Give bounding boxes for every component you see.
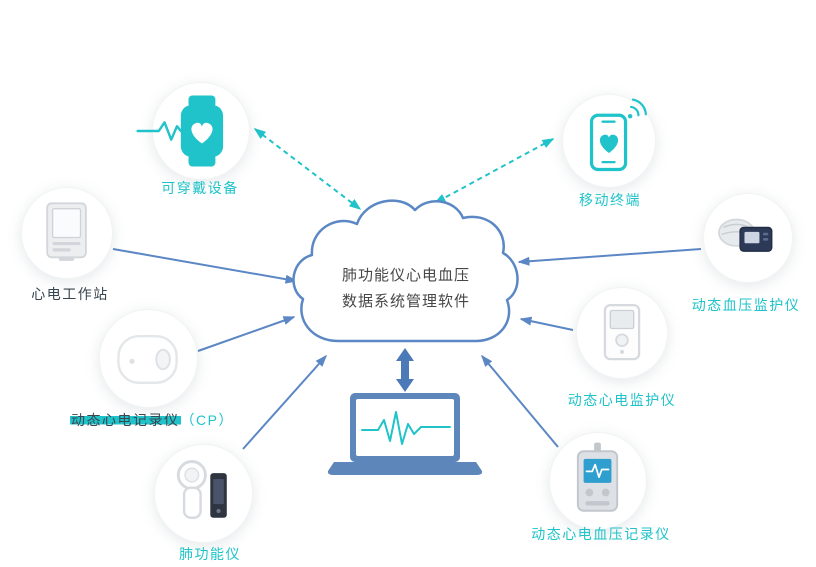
holter-label-main: 动态心电记录仪: [70, 412, 181, 428]
arrow-cloud-laptop-bidirectional: [396, 348, 414, 392]
holter-label-suffix: （CP）: [180, 412, 234, 428]
spirometer-icon: [176, 460, 227, 519]
arrow-bp-monitor-to-cloud: [517, 248, 702, 266]
holter-recorder-icon: [117, 334, 178, 384]
ecg-bp-recorder-label: 动态心电血压记录仪: [531, 526, 671, 542]
cloud-title: 肺功能仪心电血压 数据系统管理软件: [320, 263, 492, 315]
mobile-node: [562, 94, 656, 188]
bp-monitor-label: 动态血压监护仪: [691, 297, 801, 313]
mobile-label: 移动终端: [579, 192, 641, 208]
ecg-monitor-node: [576, 287, 668, 379]
smartwatch-icon: [136, 95, 224, 167]
arrow-wearable-cloud-bidirectional: [253, 128, 362, 210]
ecg-workstation-icon: [46, 202, 87, 261]
spirometer-node: [154, 444, 253, 543]
ecg-bp-recorder-icon: [576, 442, 619, 512]
arrow-workstation-to-cloud: [112, 248, 298, 284]
ecg-bp-recorder-node: [549, 432, 647, 530]
workstation-node: [21, 187, 113, 279]
workstation-label: 心电工作站: [31, 286, 109, 302]
arrow-holter-to-cloud: [197, 316, 296, 352]
arrow-mobile-cloud-bidirectional: [433, 138, 555, 204]
bp-monitor-icon: [718, 218, 773, 252]
arrow-recorder-to-cloud: [481, 354, 559, 448]
holter-node: [99, 309, 198, 408]
bp-monitor-node: [703, 193, 793, 283]
laptop-ecg-icon: [327, 393, 483, 475]
wearable-node: [136, 82, 250, 180]
smartphone-icon: [589, 98, 647, 172]
ecg-monitor-icon: [603, 303, 641, 361]
ecg-monitor-label: 动态心电监护仪: [567, 392, 677, 408]
arrow-ecg-monitor-to-cloud: [519, 316, 574, 331]
spirometer-label: 肺功能仪: [179, 546, 241, 562]
cloud-title-line2: 数据系统管理软件: [341, 293, 470, 310]
cloud-shape: [292, 199, 519, 343]
arrow-spirometer-to-cloud: [242, 354, 327, 450]
wearable-label: 可穿戴设备: [161, 180, 239, 196]
holter-label: 动态心电记录仪（CP）: [70, 410, 234, 430]
cloud-title-line1: 肺功能仪心电血压: [341, 267, 470, 284]
